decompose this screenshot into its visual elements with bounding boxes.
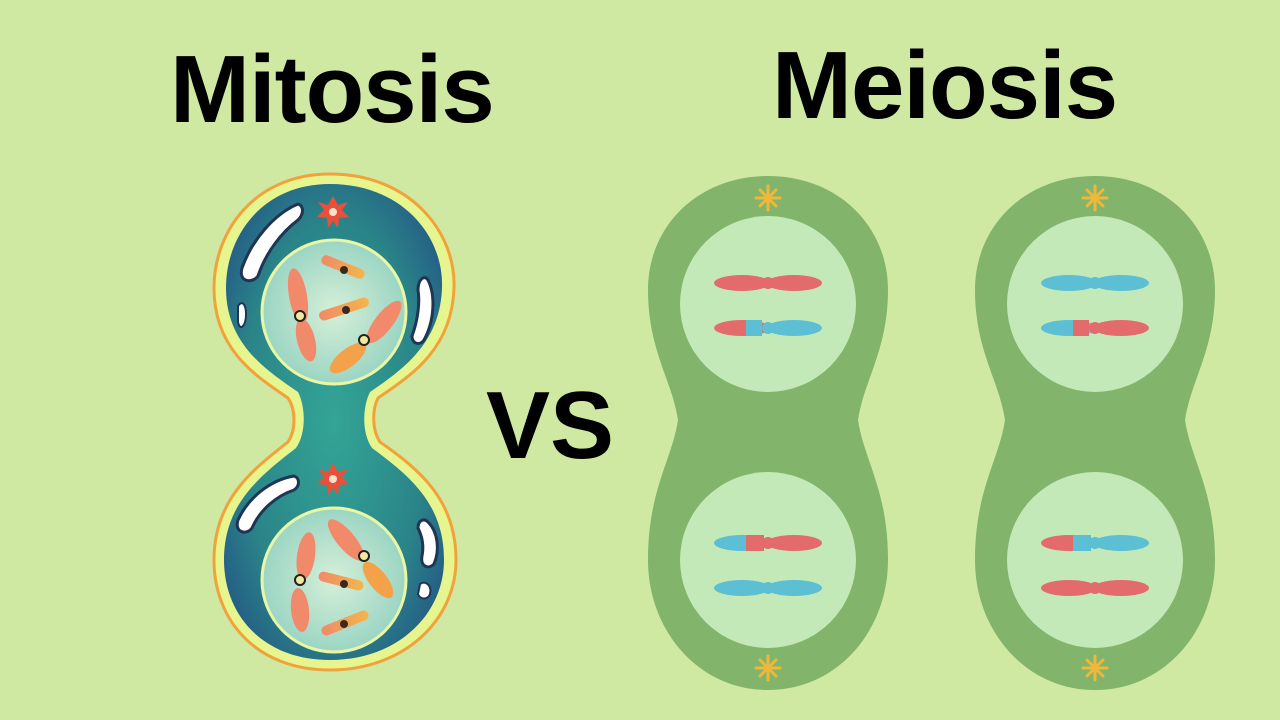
chromosome-icon bbox=[290, 532, 316, 632]
chromosome-icon bbox=[1041, 535, 1149, 551]
chromosome-icon bbox=[714, 275, 822, 291]
organelle-top-left bbox=[239, 202, 304, 283]
chromosome-icon bbox=[287, 268, 317, 362]
chromosome-icon bbox=[329, 300, 402, 374]
meiosis-cell-left bbox=[648, 176, 888, 690]
centrosome-icon bbox=[317, 463, 349, 495]
meiosis-nucleus bbox=[680, 216, 856, 392]
chromosome-icon bbox=[321, 255, 365, 279]
organelle-bottom-left bbox=[235, 474, 300, 534]
centrosome-icon bbox=[754, 184, 782, 212]
centrosome-icon bbox=[1081, 184, 1109, 212]
meiosis-title: Meiosis bbox=[772, 32, 1118, 139]
chromosome-icon bbox=[1041, 320, 1149, 336]
chromosome-icon bbox=[319, 297, 369, 321]
organelle-bottom-right bbox=[416, 518, 439, 569]
mitosis-title: Mitosis bbox=[170, 36, 495, 143]
meiosis-nucleus bbox=[1007, 216, 1183, 392]
chromosome-icon bbox=[327, 519, 394, 599]
centrosome-icon bbox=[754, 654, 782, 682]
chromosome-icon bbox=[714, 320, 822, 336]
chromosome-icon bbox=[321, 610, 369, 636]
meiosis-cell-right bbox=[975, 176, 1215, 690]
chromosome-icon bbox=[318, 571, 364, 591]
meiosis-nucleus bbox=[1007, 472, 1183, 648]
centrosome-icon bbox=[317, 196, 349, 228]
mitosis-cell bbox=[212, 172, 458, 672]
organelle-top-small bbox=[237, 302, 248, 329]
organelle-top-right bbox=[410, 276, 435, 345]
chromosome-icon bbox=[714, 535, 822, 551]
organelle-bottom-small bbox=[416, 581, 432, 600]
chromosome-icon bbox=[1041, 275, 1149, 291]
vs-label: VS bbox=[486, 372, 615, 479]
meiosis-nucleus bbox=[680, 472, 856, 648]
centrosome-icon bbox=[1081, 654, 1109, 682]
chromosome-icon bbox=[1041, 580, 1149, 596]
mitosis-nucleus-top bbox=[260, 238, 408, 386]
mitosis-nucleus-bottom bbox=[260, 506, 408, 654]
chromosome-icon bbox=[714, 580, 822, 596]
